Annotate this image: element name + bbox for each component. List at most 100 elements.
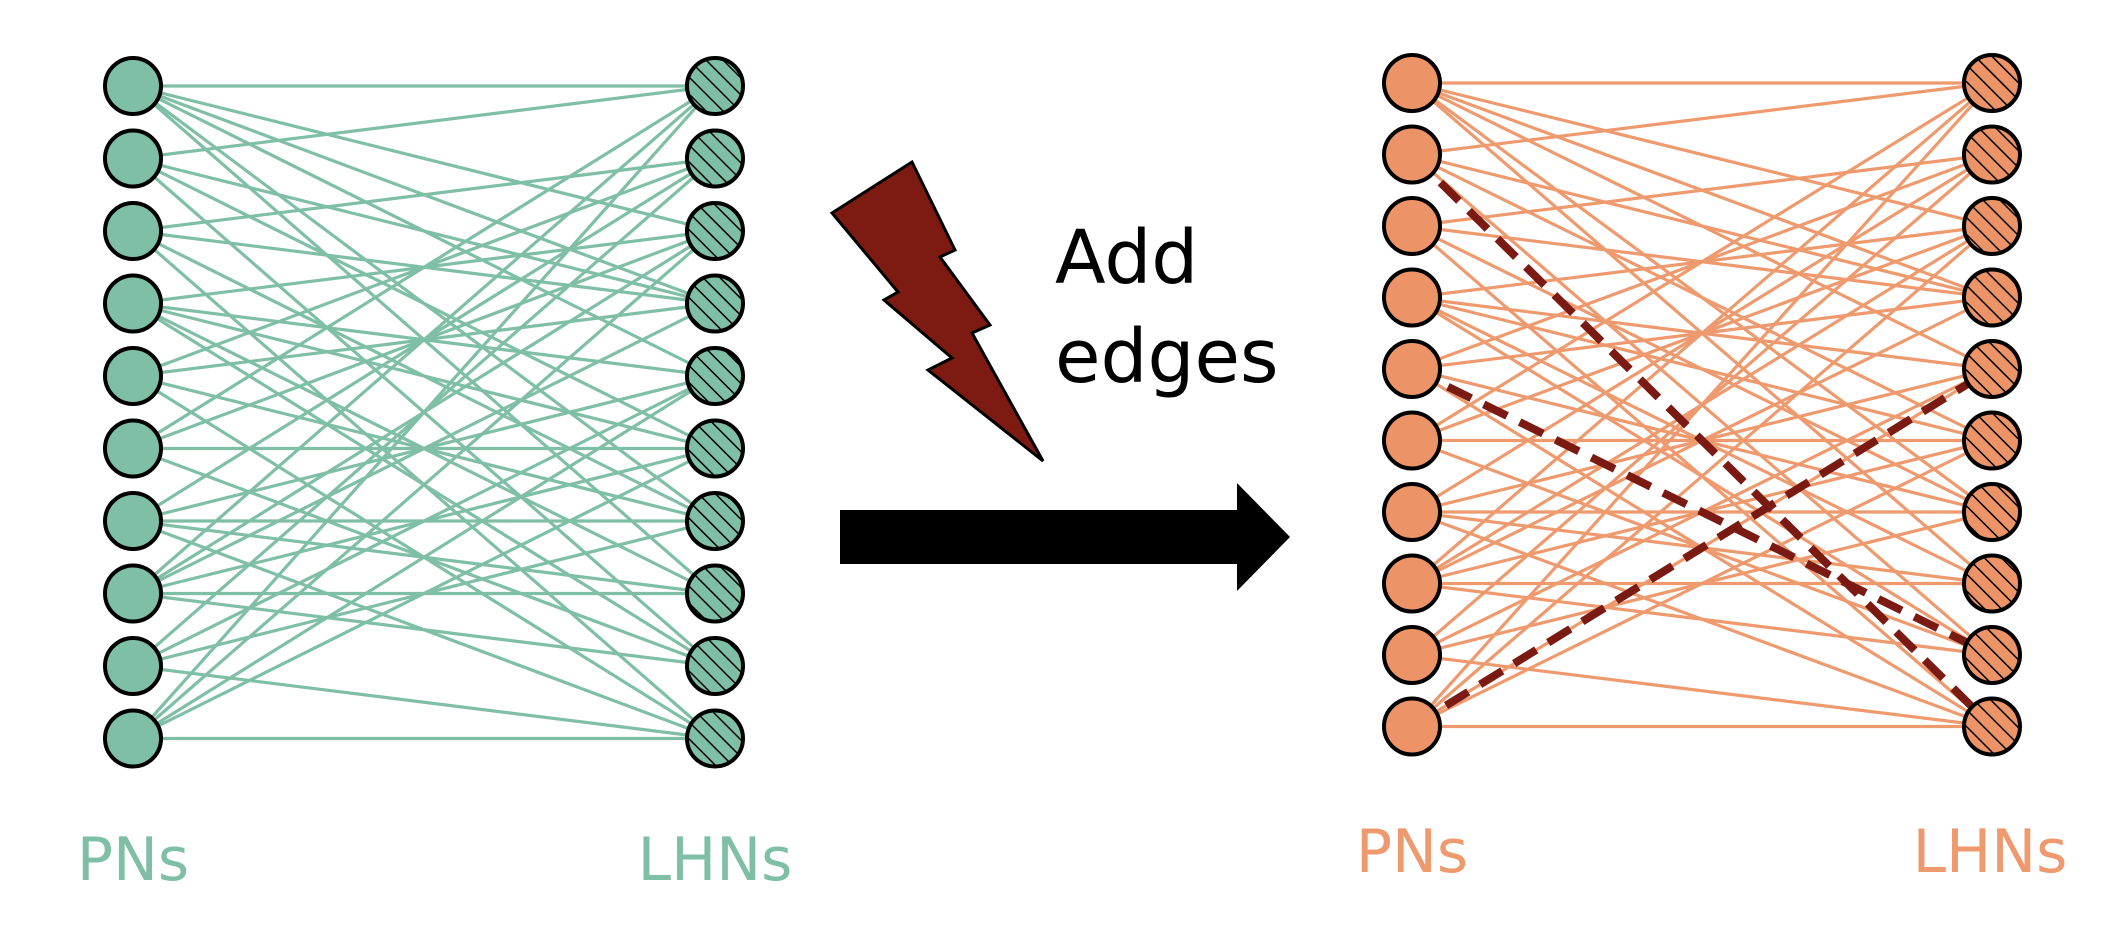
after-edge-7-0 <box>1410 81 1994 585</box>
before-lhn-node-3 <box>685 273 745 334</box>
before-edge-8-4 <box>132 374 716 668</box>
after-lhn-node-1 <box>1962 124 2022 185</box>
before-lhn-node-hatch-2 <box>685 201 745 261</box>
after-lhn-node-hatch-2 <box>1962 196 2022 256</box>
after-edge-7-8 <box>1411 581 1993 657</box>
before-lhn-node-hatch-3 <box>685 273 745 334</box>
before-edge-3-5 <box>132 301 716 451</box>
after-lhn-node-hatch-7 <box>1962 553 2022 614</box>
after-edge-5-0 <box>1411 81 1993 442</box>
add-edges-label-line1: Add <box>1055 215 1198 301</box>
after-pn-node-5 <box>1382 410 1442 471</box>
after-lhn-node-hatch-8 <box>1962 625 2022 685</box>
before-pn-node-0 <box>103 56 163 116</box>
before-lhn-node-5 <box>685 418 745 479</box>
after-pn-node-3 <box>1382 267 1442 328</box>
lightning-bolt-icon <box>829 159 1045 463</box>
before-edge-9-5 <box>132 447 716 740</box>
after-lhn-node-4 <box>1962 339 2022 399</box>
after-lhn-node-hatch-6 <box>1962 482 2022 542</box>
before-lhn-node-hatch-0 <box>685 56 745 116</box>
before-edge-7-8 <box>132 591 716 668</box>
before-edge-9-4 <box>132 374 716 740</box>
after-pn-nodes <box>1382 53 1442 757</box>
before-edge-2-1 <box>132 156 716 233</box>
after-pn-node-4 <box>1382 339 1442 399</box>
after-lhn-node-0 <box>1962 53 2022 113</box>
before-lhn-node-7 <box>685 563 745 624</box>
before-lhn-node-2 <box>685 201 745 261</box>
before-lhn-node-hatch-8 <box>685 636 745 696</box>
before-pn-node-6 <box>103 491 163 551</box>
before-lhn-node-9 <box>685 708 745 769</box>
after-lhn-node-hatch-5 <box>1962 410 2022 471</box>
before-pn-nodes <box>103 56 163 769</box>
after-pns-label: PNs <box>1356 817 1468 887</box>
added-edge-1-9 <box>1409 151 1995 730</box>
before-lhn-node-0 <box>685 56 745 116</box>
after-edge-9-2 <box>1410 224 1994 728</box>
before-edge-1-3 <box>132 156 716 306</box>
after-pn-node-2 <box>1382 196 1442 256</box>
before-lhn-node-4 <box>685 346 745 406</box>
after-edge-1-0 <box>1411 81 1993 157</box>
after-edge-8-9 <box>1411 653 1993 729</box>
after-lhn-node-hatch-4 <box>1962 339 2022 399</box>
before-pn-node-8 <box>103 636 163 696</box>
transition-arrow-icon <box>840 483 1290 591</box>
after-lhn-node-hatch-1 <box>1962 124 2022 185</box>
after-lhn-nodes <box>1962 53 2022 757</box>
after-lhns-label: LHNs <box>1913 817 2068 887</box>
before-lhn-node-hatch-1 <box>685 128 745 189</box>
after-lhn-node-8 <box>1962 625 2022 685</box>
before-lhn-node-8 <box>685 636 745 696</box>
after-lhn-node-hatch-9 <box>1962 696 2022 757</box>
after-lhn-node-2 <box>1962 196 2022 256</box>
after-lhn-node-9 <box>1962 696 2022 757</box>
before-lhn-nodes <box>685 56 745 769</box>
after-edge-9-0 <box>1410 81 1994 728</box>
added-edge-9-4 <box>1409 365 1995 730</box>
after-edge-2-1 <box>1411 152 1993 228</box>
before-edge-1-5 <box>132 157 716 450</box>
before-lhn-node-hatch-9 <box>685 708 745 769</box>
before-pn-node-4 <box>103 346 163 406</box>
before-edge-1-0 <box>132 84 716 161</box>
after-pn-node-7 <box>1382 553 1442 614</box>
add-edges-label-line2: edges <box>1055 314 1279 400</box>
before-edge-8-9 <box>132 664 716 741</box>
before-lhn-node-hatch-6 <box>685 491 745 551</box>
after-lhn-node-hatch-3 <box>1962 267 2022 328</box>
after-lhn-node-5 <box>1962 410 2022 471</box>
before-lhn-node-1 <box>685 128 745 189</box>
before-pn-node-5 <box>103 418 163 479</box>
before-lhns-label: LHNs <box>638 825 793 895</box>
after-pn-node-8 <box>1382 625 1442 685</box>
after-lhn-node-3 <box>1962 267 2022 328</box>
after-pn-node-6 <box>1382 482 1442 542</box>
added-edge-4-8 <box>1410 365 1994 659</box>
after-pn-node-1 <box>1382 124 1442 185</box>
before-pn-node-2 <box>103 201 163 261</box>
after-edge-0-2 <box>1411 81 1993 228</box>
before-edge-7-3 <box>132 302 716 595</box>
before-pn-node-9 <box>103 708 163 769</box>
before-lhn-node-hatch-4 <box>685 346 745 406</box>
after-edge-9-5 <box>1411 439 1993 728</box>
after-edge-1-5 <box>1411 153 1993 442</box>
after-lhn-node-7 <box>1962 553 2022 614</box>
after-lhn-node-6 <box>1962 482 2022 542</box>
before-edge-9-2 <box>131 229 717 740</box>
before-edge-9-0 <box>131 84 717 740</box>
after-lhn-node-hatch-0 <box>1962 53 2022 113</box>
before-pn-node-3 <box>103 273 163 334</box>
before-pn-node-1 <box>103 128 163 189</box>
before-lhn-node-6 <box>685 491 745 551</box>
after-edges <box>1410 81 1994 729</box>
after-edge-1-3 <box>1411 152 1993 300</box>
before-pn-node-7 <box>103 563 163 624</box>
before-pns-label: PNs <box>77 825 189 895</box>
before-lhn-node-hatch-5 <box>685 418 745 479</box>
